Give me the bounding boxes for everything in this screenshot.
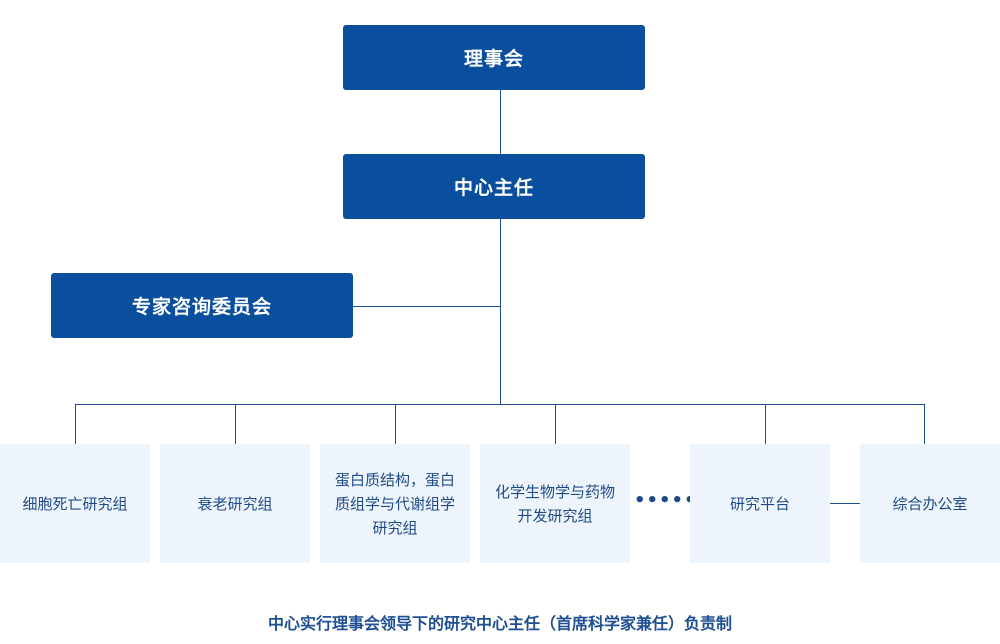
group-label: 蛋白质结构，蛋白质组学与代谢组学研究组 [334, 470, 455, 537]
advisory-committee-box: 专家咨询委员会 [51, 273, 353, 338]
group-box-general-office: 综合办公室 [860, 444, 1000, 563]
group-label: 综合办公室 [892, 494, 968, 513]
connector-drop-chem-bio [555, 404, 556, 444]
connector-director-trunk [500, 219, 501, 404]
group-label: 衰老研究组 [197, 494, 273, 513]
group-box-protein-structure: 蛋白质结构，蛋白质组学与代谢组学研究组 [320, 444, 470, 563]
director-box: 中心主任 [343, 154, 645, 219]
connector-drop-office [924, 404, 925, 444]
advisory-committee-label: 专家咨询委员会 [131, 296, 272, 318]
board-label: 理事会 [463, 48, 524, 70]
connector-horizontal-bus [75, 404, 925, 405]
group-box-cell-death: 细胞死亡研究组 [0, 444, 150, 563]
group-box-research-platform: 研究平台 [690, 444, 830, 563]
board-box: 理事会 [343, 25, 645, 90]
diagram-caption: 中心实行理事会领导下的研究中心主任（首席科学家兼任）负责制 [267, 614, 732, 633]
ellipsis-more-groups: •••••• [634, 490, 710, 511]
group-label: 化学生物学与药物开发研究组 [495, 482, 616, 525]
director-label: 中心主任 [453, 177, 534, 199]
connector-drop-cell-death [75, 404, 76, 444]
group-label: 细胞死亡研究组 [22, 494, 128, 513]
connector-platform-office [830, 503, 860, 504]
connector-board-director [500, 90, 501, 154]
group-box-chem-bio: 化学生物学与药物开发研究组 [480, 444, 630, 563]
connector-drop-platform [765, 404, 766, 444]
group-box-aging: 衰老研究组 [160, 444, 310, 563]
connector-advisory [352, 306, 500, 307]
connector-drop-protein [395, 404, 396, 444]
connector-drop-aging [235, 404, 236, 444]
group-label: 研究平台 [729, 494, 790, 513]
